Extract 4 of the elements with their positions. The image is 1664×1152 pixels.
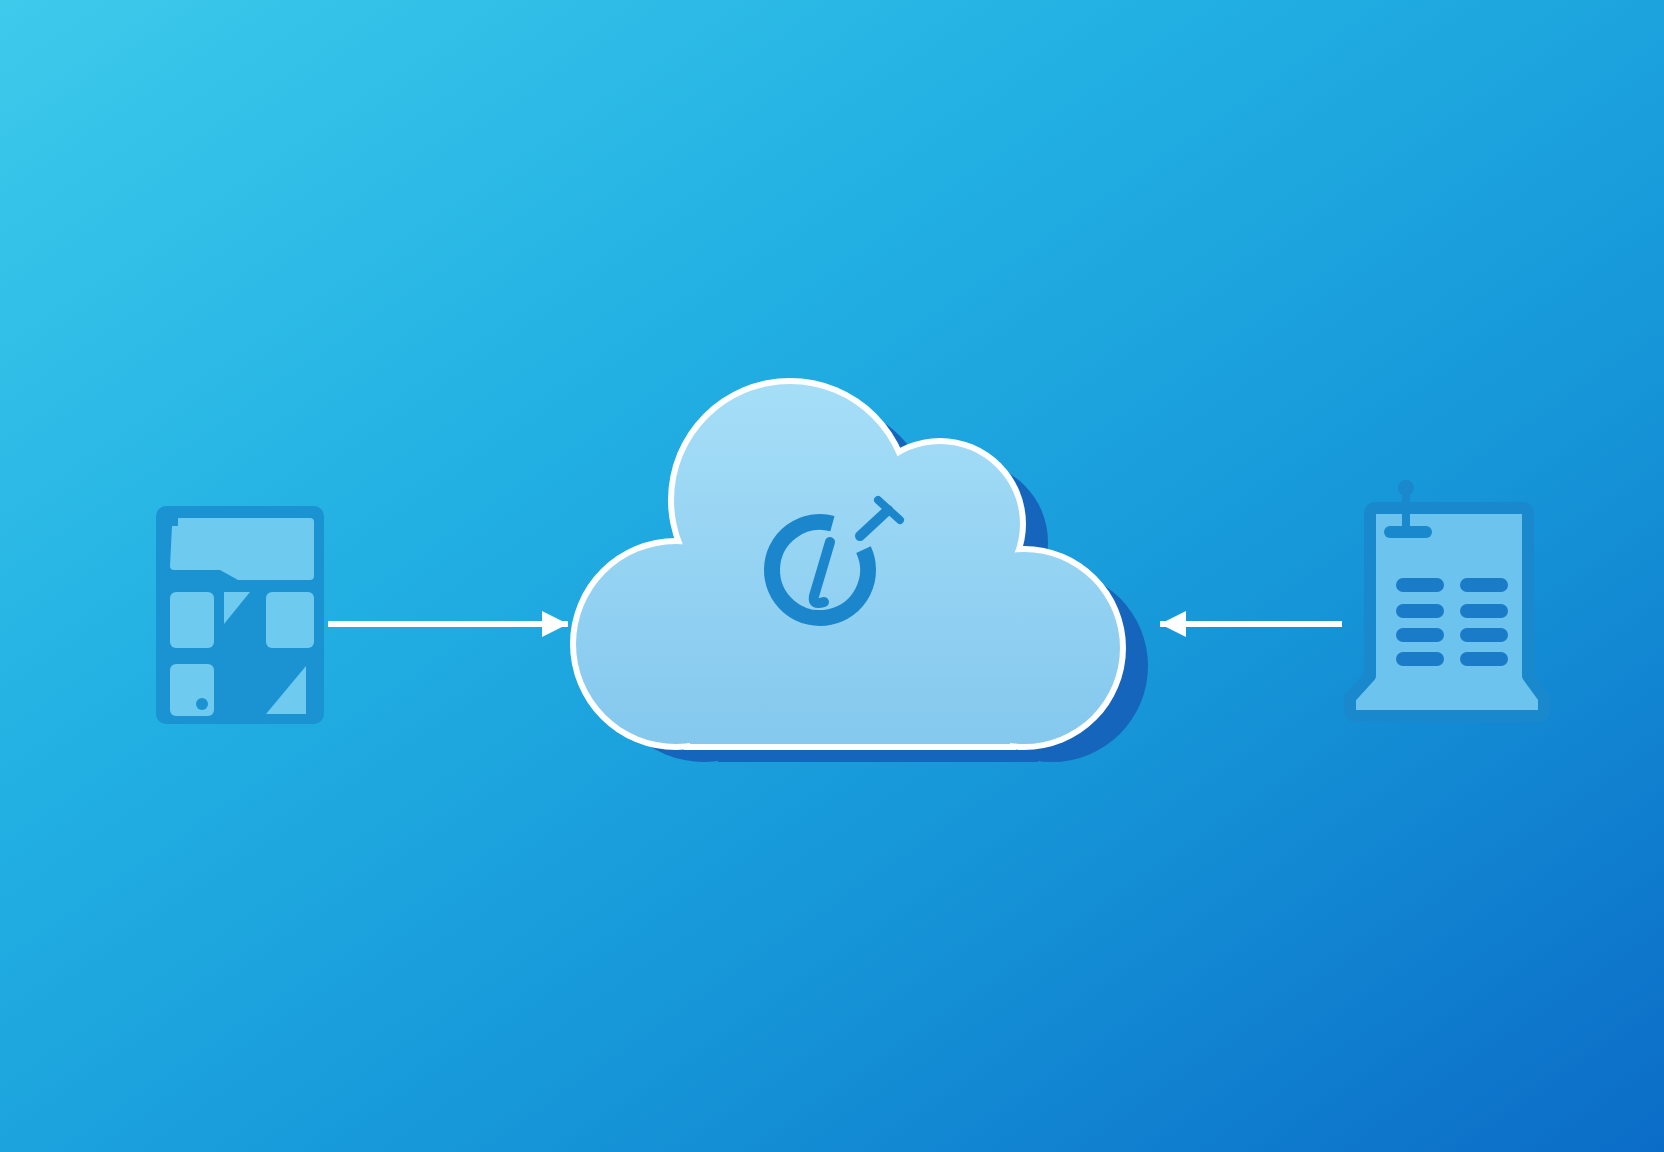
arrow	[328, 611, 568, 637]
arrow	[1160, 611, 1342, 637]
calculator-icon	[156, 504, 326, 726]
building-icon	[1344, 476, 1552, 724]
